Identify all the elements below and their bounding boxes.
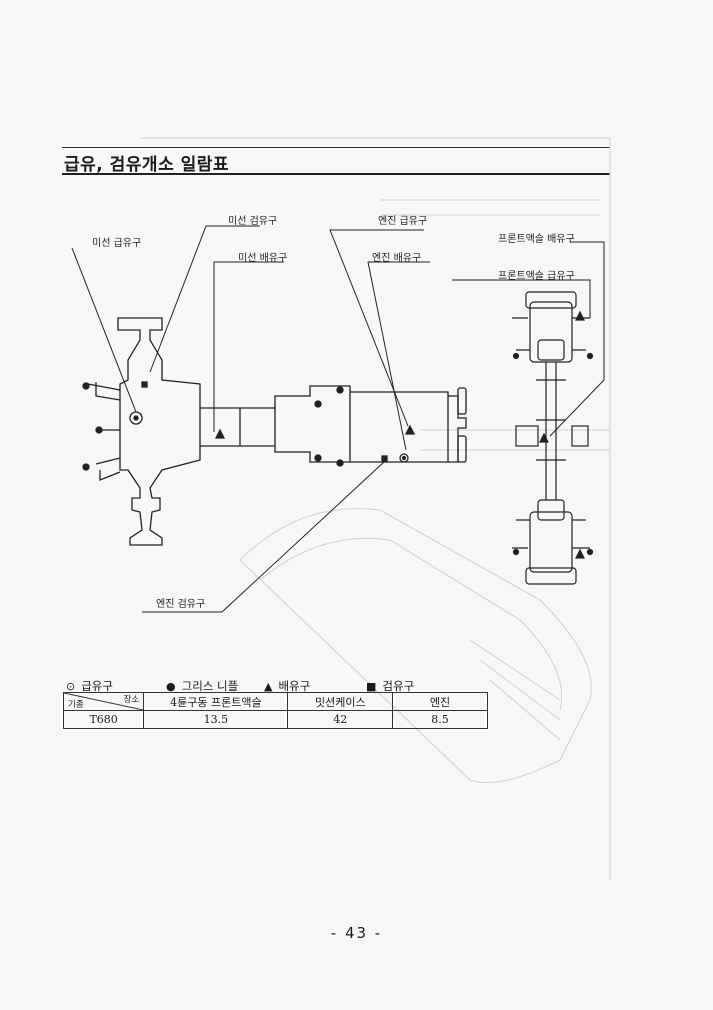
callout-mission-drain: 미선 배유구 [238, 253, 288, 264]
legend-grease: ●그리스 니플 [166, 679, 239, 693]
table-row: T680 13.5 42 8.5 [62, 710, 488, 729]
legend-drain: ▲배유구 [264, 679, 311, 693]
legend-fill: ⊙급유구 [66, 679, 113, 693]
grease-nipple-icon: ● [166, 680, 176, 693]
tractor-body [82, 317, 467, 546]
corner-diagonal [64, 693, 144, 710]
page-title: 급유, 검유개소 일람표 [64, 155, 230, 175]
cell-model: T680 [62, 710, 145, 729]
front-axle [512, 291, 594, 585]
callout-front-axle-fill: 프론트액슬 급유구 [498, 271, 575, 282]
callout-engine-drain: 엔진 배유구 [372, 253, 422, 264]
callout-mission-fill: 미선 급유구 [92, 238, 142, 249]
show-through-artwork [140, 137, 611, 880]
table-corner-cell: 장소 기종 [62, 692, 145, 711]
legend-check: ■검유구 [366, 679, 415, 693]
callout-engine-check: 엔진 검유구 [156, 599, 206, 610]
callout-engine-fill: 엔진 급유구 [378, 216, 428, 227]
page-number: - 43 - [330, 924, 383, 942]
legend: ⊙급유구 ●그리스 니플 ▲배유구 ■검유구 [66, 678, 486, 694]
header-front-axle: 4륜구동 프론트액슬 [143, 692, 289, 711]
callout-mission-check: 미선 검유구 [228, 216, 278, 227]
check-port-icon: ■ [366, 680, 377, 693]
callout-front-axle-drain: 프론트액슬 배유구 [498, 234, 575, 245]
oil-capacity-table: 장소 기종 4륜구동 프론트액슬 밋션케이스 엔진 T680 13.5 42 8… [62, 692, 488, 729]
title-rule-top [62, 147, 610, 148]
header-engine: 엔진 [392, 692, 488, 711]
fill-port-icon: ⊙ [66, 680, 76, 693]
callout-leaders [71, 225, 605, 613]
table-header-row: 장소 기종 4륜구동 프론트액슬 밋션케이스 엔진 [62, 692, 488, 711]
drain-port-icon: ▲ [264, 680, 273, 693]
cell-mission-case-capacity: 42 [287, 710, 394, 729]
cell-front-axle-capacity: 13.5 [143, 710, 289, 729]
cell-engine-capacity: 8.5 [392, 710, 488, 729]
title-rule-bottom [62, 173, 610, 175]
header-mission-case: 밋션케이스 [287, 692, 394, 711]
